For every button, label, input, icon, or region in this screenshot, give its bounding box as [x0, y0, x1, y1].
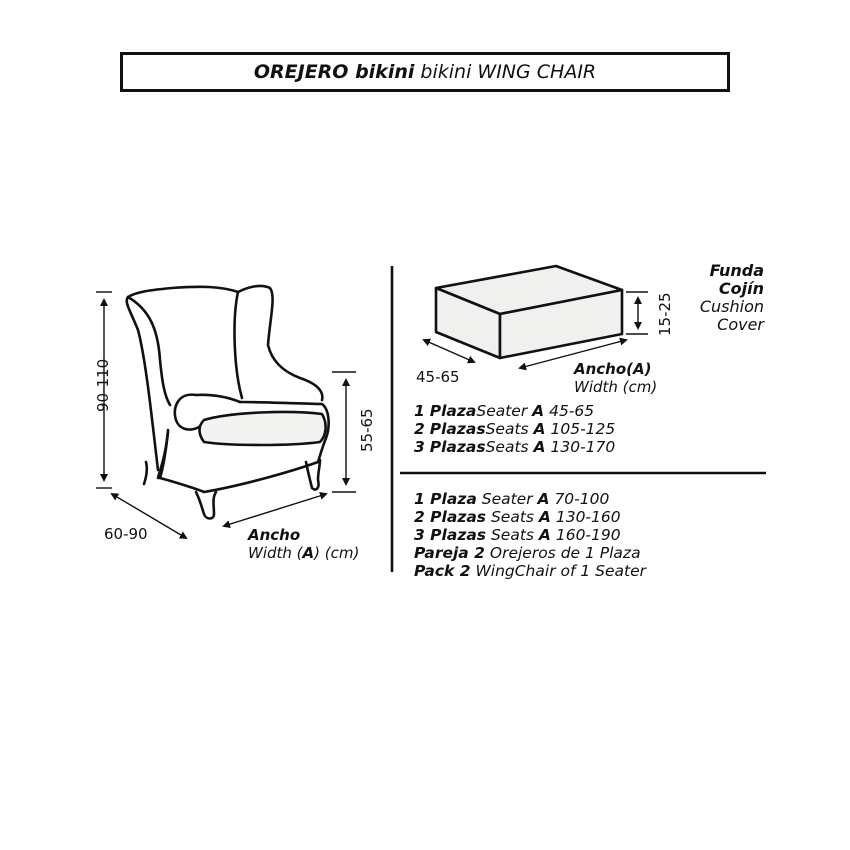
wing-chair-drawing: [125, 284, 330, 520]
cushion-drawing: [434, 264, 624, 360]
chair-seat-height-label: 55-65: [358, 408, 376, 452]
cushion-size-row: 1 PlazaSeater A 45-65: [414, 402, 595, 420]
chair-dimension-lines: [96, 291, 356, 540]
title-bold: OREJERO bikini: [253, 61, 415, 83]
cushion-size-row: 3 PlazasSeats A 130-170: [414, 438, 616, 456]
cushion-size-list: 1 PlazaSeater A 45-65 2 PlazasSeats A 10…: [414, 402, 615, 456]
title-box: OREJERO bikini bikini WING CHAIR: [120, 52, 730, 92]
size-row: 2 Plazas Seats A 130-160: [414, 508, 621, 526]
size-row: Pareja 2 Orejeros de 1 Plaza: [414, 544, 641, 562]
cushion-depth-label: 45-65: [416, 368, 460, 386]
title-rest: bikini WING CHAIR: [420, 61, 597, 83]
size-row: Pack 2 WingChair of 1 Seater: [414, 562, 647, 580]
chair-width-label: Ancho: [248, 526, 301, 544]
size-row: 1 Plaza Seater A 70-100: [414, 490, 610, 508]
cushion-width-sub: Width (cm): [574, 378, 658, 396]
cushion-width-label: Ancho(A): [574, 360, 652, 378]
cushion-height-label: 15-25: [656, 292, 674, 336]
cushion-dimension-lines: [422, 291, 648, 371]
chair-width-sub: Width (A) (cm): [248, 544, 360, 562]
chair-depth-label: 60-90: [104, 525, 148, 543]
chair-size-list: 1 Plaza Seater A 70-100 2 Plazas Seats A…: [414, 490, 646, 580]
cushion-size-row: 2 PlazasSeats A 105-125: [414, 420, 616, 438]
cushion-cover-label: Funda Cojín Cushion Cover: [699, 261, 764, 334]
size-row: 3 Plazas Seats A 160-190: [414, 526, 621, 544]
chair-height-label: 90-110: [94, 358, 112, 412]
